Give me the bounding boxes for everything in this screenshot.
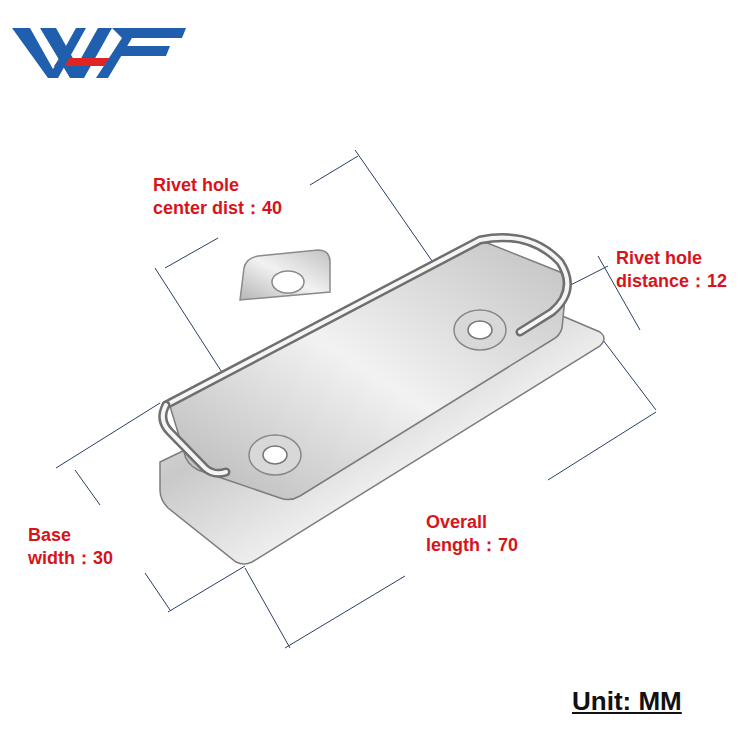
unit-note: Unit: MM xyxy=(572,686,742,716)
brand-logo xyxy=(12,28,186,78)
dimension-label: Rivet hole distance：12 xyxy=(616,247,742,293)
dimension-label: Rivet hole center dist：40 xyxy=(153,174,291,220)
dimension-label: Base width：30 xyxy=(28,524,120,570)
rivet-holes xyxy=(249,310,506,475)
hanging-tab xyxy=(240,250,330,300)
dimension-label: Overall length：70 xyxy=(426,511,538,557)
dimension-lines xyxy=(56,150,656,648)
wire-spring xyxy=(163,238,568,474)
